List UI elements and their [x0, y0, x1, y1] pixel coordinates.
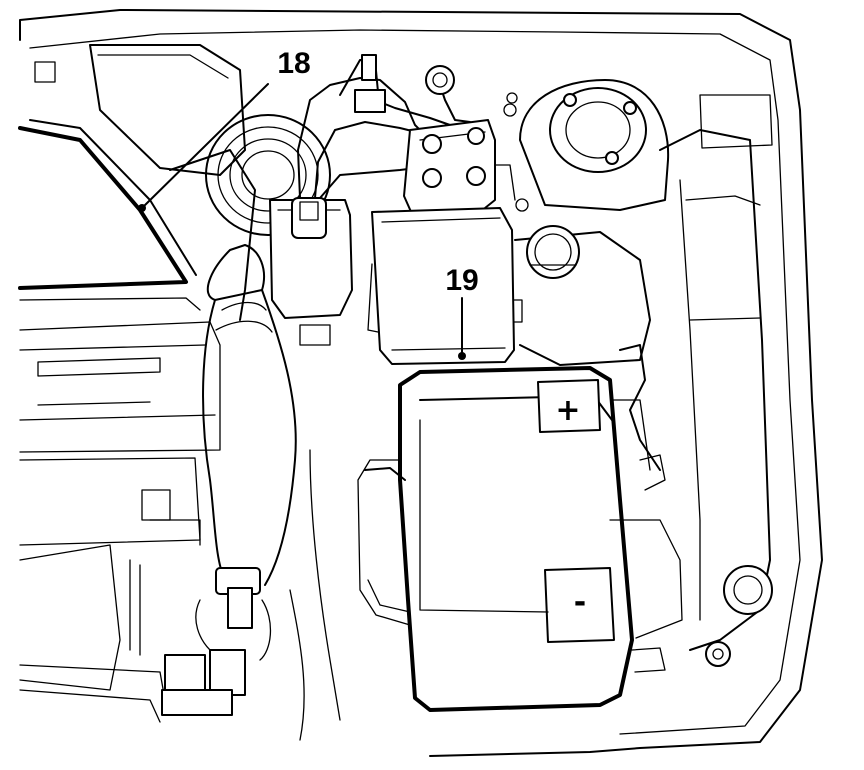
callout-19: 19 — [445, 264, 479, 360]
callout-18-leader-line — [141, 83, 269, 209]
engine-bay-frame — [19, 9, 823, 757]
callout-19-leader-dot — [458, 352, 466, 360]
fuse-relay-box — [367, 207, 523, 365]
positive-terminal-box — [537, 379, 601, 433]
abs-hydraulic-unit — [403, 119, 516, 215]
intake-hose — [169, 149, 341, 741]
brake-booster — [205, 114, 331, 236]
callout-19-label: 19 — [445, 264, 478, 297]
air-filter-housing — [18, 44, 246, 723]
battery — [357, 366, 683, 712]
brake-lines — [297, 54, 518, 199]
brake-fluid-reservoir — [269, 197, 353, 346]
callout-18: 18 — [138, 47, 311, 212]
harness-connectors — [161, 344, 666, 716]
strut-tower — [515, 79, 670, 212]
callout-18-leader-dot — [138, 204, 146, 212]
negative-terminal-box — [544, 567, 615, 643]
positive-terminal-label: + — [555, 393, 580, 428]
negative-terminal-label: - — [574, 585, 586, 620]
callout-18-label: 18 — [277, 47, 310, 80]
washer-reservoir — [514, 225, 651, 366]
